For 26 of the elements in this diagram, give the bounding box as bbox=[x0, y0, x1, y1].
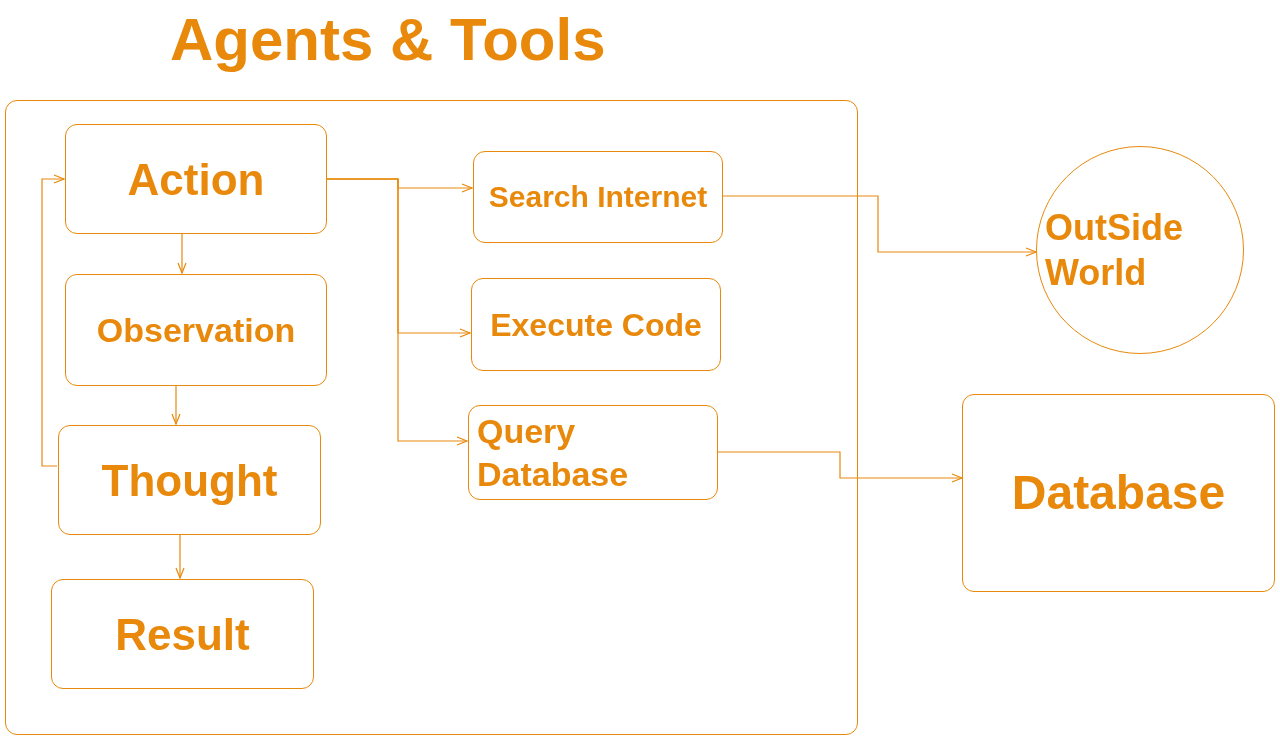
process-box bbox=[65, 274, 327, 386]
process-box bbox=[65, 124, 327, 234]
arrow bbox=[177, 232, 187, 274]
node-label: Observation bbox=[96, 309, 296, 351]
arrow bbox=[171, 384, 181, 425]
node-label: Search Internet bbox=[488, 179, 708, 216]
process-box bbox=[962, 394, 1275, 592]
process-box bbox=[58, 425, 321, 535]
arrow bbox=[41, 174, 65, 467]
node-label: Execute Code bbox=[490, 305, 702, 345]
arrow bbox=[721, 195, 1037, 257]
node-label: Action bbox=[127, 153, 265, 206]
container-box bbox=[5, 100, 858, 735]
node-label: Query Database bbox=[477, 411, 630, 495]
process-box bbox=[468, 405, 718, 500]
node-label: Thought bbox=[101, 454, 278, 507]
arrow bbox=[175, 533, 185, 579]
arrow bbox=[325, 178, 468, 446]
process-box bbox=[471, 278, 721, 371]
node-label: Result bbox=[115, 608, 250, 661]
process-box bbox=[51, 579, 314, 689]
node-label: Database bbox=[1011, 465, 1226, 521]
arrow bbox=[716, 451, 963, 483]
process-box bbox=[473, 151, 723, 243]
node-label: OutSide World bbox=[1045, 206, 1184, 295]
diagram-title: Agents & Tools bbox=[170, 10, 606, 70]
